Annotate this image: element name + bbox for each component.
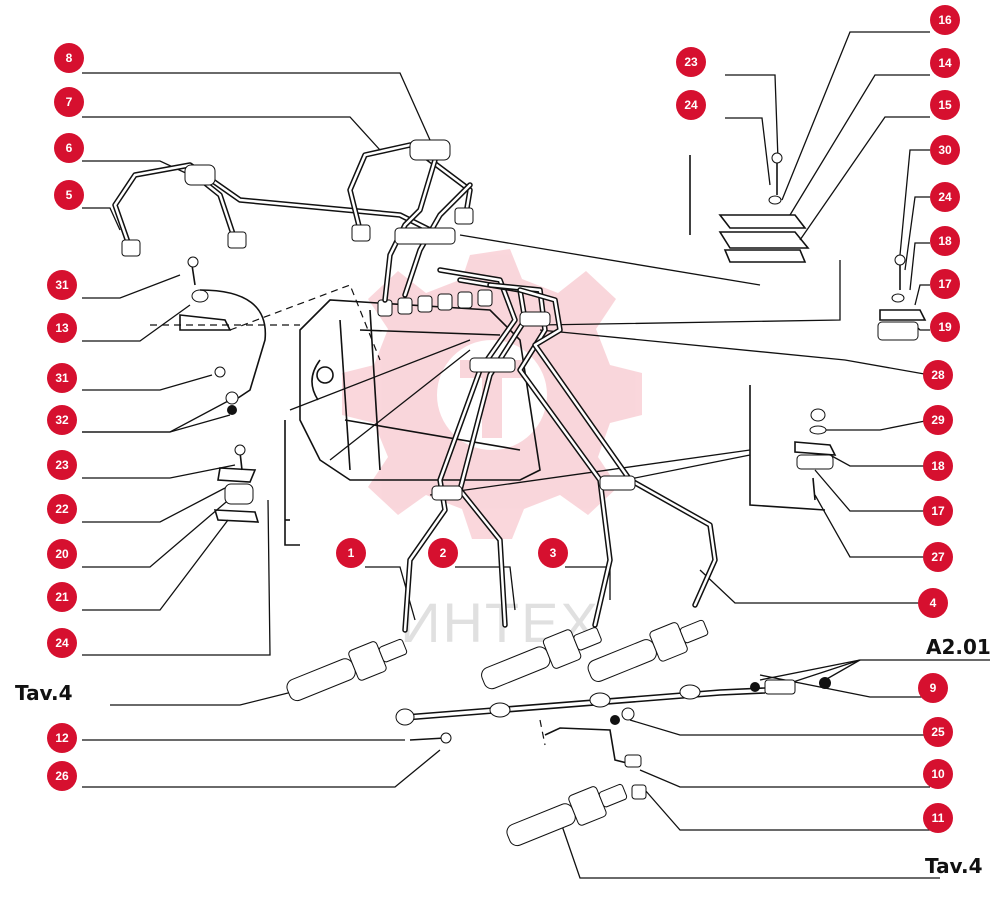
svg-text:27: 27 bbox=[931, 550, 945, 564]
part-badge-15: 15 bbox=[930, 90, 960, 120]
part-badge-20: 20 bbox=[47, 539, 77, 569]
svg-text:24: 24 bbox=[55, 636, 69, 650]
injection-pump bbox=[150, 155, 826, 546]
delivery-pipes-top bbox=[112, 139, 474, 303]
svg-text:16: 16 bbox=[938, 13, 952, 27]
svg-text:31: 31 bbox=[55, 278, 69, 292]
svg-text:17: 17 bbox=[938, 277, 952, 291]
part-badge-31-lower: 31 bbox=[47, 363, 77, 393]
part-badge-14: 14 bbox=[930, 48, 960, 78]
svg-text:26: 26 bbox=[55, 769, 69, 783]
part-badge-22: 22 bbox=[47, 494, 77, 524]
svg-text:5: 5 bbox=[66, 188, 73, 202]
delivery-pipes-bottom bbox=[402, 267, 718, 633]
svg-text:14: 14 bbox=[938, 56, 952, 70]
svg-text:3: 3 bbox=[550, 546, 557, 560]
injector-bottom bbox=[506, 783, 628, 847]
part-badge-4: 4 bbox=[918, 588, 948, 618]
svg-text:29: 29 bbox=[931, 413, 945, 427]
leader-lines-center bbox=[110, 234, 841, 706]
part-badge-17-upper: 17 bbox=[930, 269, 960, 299]
svg-text:32: 32 bbox=[55, 413, 69, 427]
svg-text:24: 24 bbox=[684, 98, 698, 112]
svg-text:15: 15 bbox=[938, 98, 952, 112]
leak-off-line bbox=[395, 677, 831, 800]
part-badge-19: 19 bbox=[930, 312, 960, 342]
part-badge-18-upper: 18 bbox=[930, 226, 960, 256]
svg-text:20: 20 bbox=[55, 547, 69, 561]
svg-text:10: 10 bbox=[931, 767, 945, 781]
part-badge-29: 29 bbox=[923, 405, 953, 435]
part-badge-7: 7 bbox=[54, 87, 84, 117]
part-badge-24-right: 24 bbox=[930, 182, 960, 212]
svg-text:19: 19 bbox=[938, 320, 952, 334]
part-badge-16: 16 bbox=[930, 5, 960, 35]
part-badge-25: 25 bbox=[923, 717, 953, 747]
svg-text:21: 21 bbox=[55, 590, 69, 604]
reference-tav-bottom: Tav.4 bbox=[925, 854, 982, 878]
part-badge-5: 5 bbox=[54, 180, 84, 210]
svg-text:9: 9 bbox=[930, 681, 937, 695]
part-badge-23-right: 23 bbox=[676, 47, 706, 77]
part-badge-24-left: 24 bbox=[47, 628, 77, 658]
svg-text:23: 23 bbox=[55, 458, 69, 472]
svg-text:6: 6 bbox=[66, 141, 73, 155]
svg-text:24: 24 bbox=[938, 190, 952, 204]
svg-text:13: 13 bbox=[55, 321, 69, 335]
svg-text:4: 4 bbox=[930, 596, 937, 610]
svg-text:23: 23 bbox=[684, 55, 698, 69]
part-badge-27: 27 bbox=[923, 542, 953, 572]
svg-text:2: 2 bbox=[440, 546, 447, 560]
injector-center-1 bbox=[481, 627, 602, 690]
leader-lines-left bbox=[82, 72, 441, 788]
svg-text:17: 17 bbox=[931, 504, 945, 518]
part-badge-17-lower: 17 bbox=[923, 496, 953, 526]
svg-text:8: 8 bbox=[66, 51, 73, 65]
part-badge-21: 21 bbox=[47, 582, 77, 612]
svg-text:25: 25 bbox=[931, 725, 945, 739]
brackets-right bbox=[718, 152, 927, 501]
part-badge-26: 26 bbox=[47, 761, 77, 791]
part-badge-3: 3 bbox=[538, 538, 568, 568]
part-badge-2: 2 bbox=[428, 538, 458, 568]
injector-center-2 bbox=[587, 619, 709, 682]
part-badge-23-left: 23 bbox=[47, 450, 77, 480]
svg-text:18: 18 bbox=[931, 459, 945, 473]
part-badge-13: 13 bbox=[47, 313, 77, 343]
reference-a201: A2.01 bbox=[926, 635, 991, 659]
svg-text:28: 28 bbox=[931, 368, 945, 382]
svg-text:31: 31 bbox=[55, 371, 69, 385]
svg-text:11: 11 bbox=[932, 811, 945, 825]
part-badge-30: 30 bbox=[930, 135, 960, 165]
part-badge-18-lower: 18 bbox=[923, 451, 953, 481]
brackets-left bbox=[179, 256, 267, 523]
part-badge-6: 6 bbox=[54, 133, 84, 163]
injector-left bbox=[286, 638, 408, 702]
svg-text:30: 30 bbox=[938, 143, 952, 157]
svg-text:22: 22 bbox=[55, 502, 69, 516]
part-badge-12: 12 bbox=[47, 723, 77, 753]
svg-text:18: 18 bbox=[938, 234, 952, 248]
part-badge-10: 10 bbox=[923, 759, 953, 789]
part-badge-28: 28 bbox=[923, 360, 953, 390]
part-badge-1: 1 bbox=[336, 538, 366, 568]
svg-text:1: 1 bbox=[348, 546, 355, 560]
part-badge-11: 11 bbox=[923, 803, 953, 833]
svg-text:7: 7 bbox=[66, 95, 73, 109]
leader-lines-right bbox=[539, 31, 990, 879]
svg-text:12: 12 bbox=[55, 731, 69, 745]
part-badge-8: 8 bbox=[54, 43, 84, 73]
part-badge-24-right-top: 24 bbox=[676, 90, 706, 120]
reference-tav-left: Tav.4 bbox=[15, 681, 72, 705]
part-badge-32: 32 bbox=[47, 405, 77, 435]
part-badge-9: 9 bbox=[918, 673, 948, 703]
part-badge-31-upper: 31 bbox=[47, 270, 77, 300]
